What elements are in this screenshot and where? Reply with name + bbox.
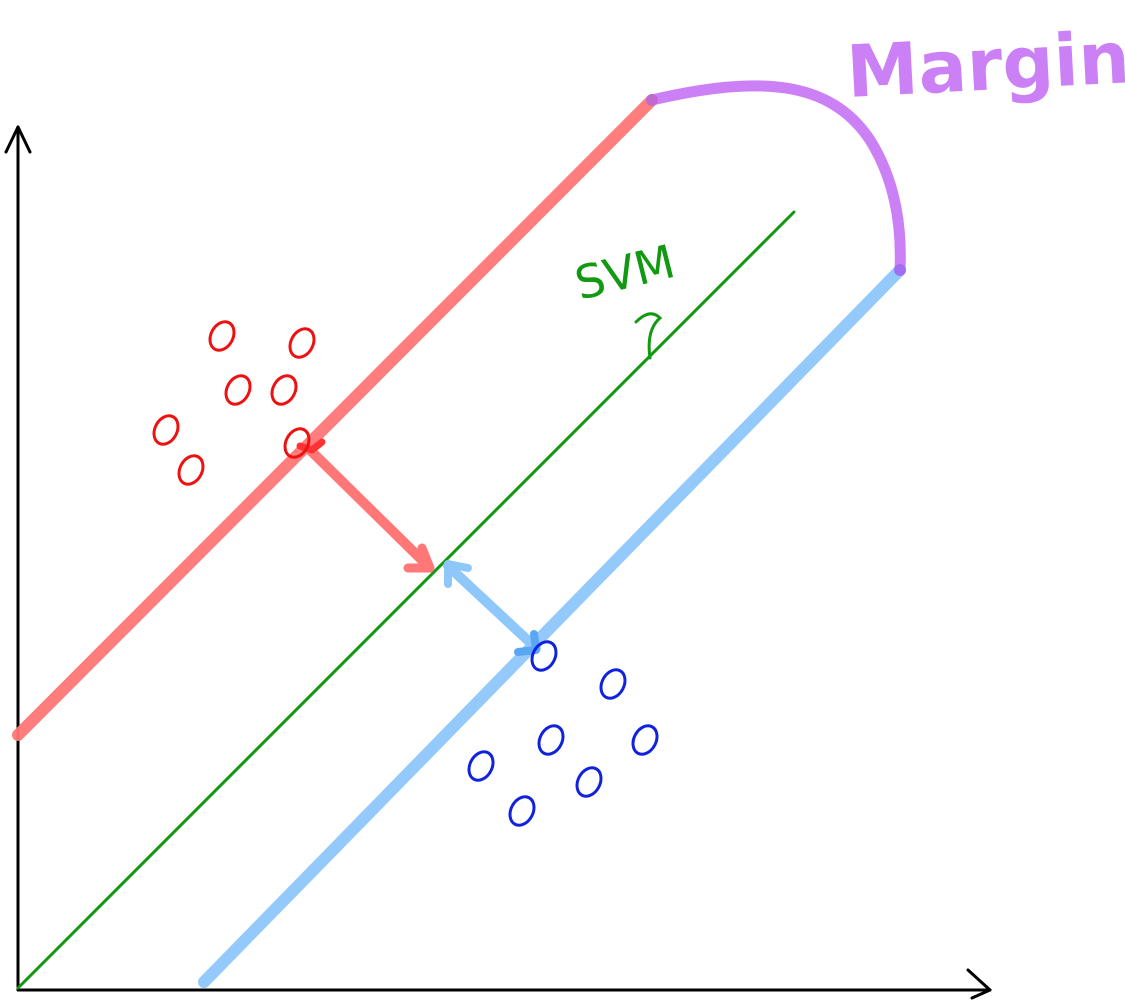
svm-label-pointer	[634, 312, 663, 360]
class-b-point	[631, 724, 659, 756]
class-a-point	[177, 454, 205, 486]
class-a-margin-line	[12, 94, 658, 741]
class-b-point	[537, 724, 565, 756]
class-b-point	[530, 640, 558, 672]
class-a-point	[152, 414, 180, 446]
margin-arc-end-dot	[646, 94, 658, 106]
class-a-distance-arrow	[296, 438, 435, 573]
class-b-point	[575, 766, 603, 798]
class-b-points	[467, 640, 659, 827]
class-b-distance-arrow	[443, 560, 541, 656]
margin-arc	[646, 80, 906, 276]
class-a-point	[208, 320, 236, 352]
margin-arc-end-dot	[894, 264, 906, 276]
svm-label: SVM	[570, 234, 680, 311]
class-b-point	[508, 795, 536, 827]
class-a-point	[283, 427, 311, 459]
class-b-point	[467, 750, 495, 782]
class-a-point	[288, 327, 316, 359]
class-a-points	[152, 320, 316, 486]
class-a-point	[224, 374, 252, 406]
class-a-point	[270, 374, 298, 406]
class-b-margin-line	[198, 264, 906, 988]
class-b-point	[599, 668, 627, 700]
y-axis-arrowhead	[4, 125, 32, 154]
margin-title: Margin!	[844, 14, 1125, 114]
axes	[4, 125, 992, 1000]
svm-hyperplane	[16, 210, 796, 990]
x-axis-arrowhead	[966, 968, 992, 1000]
